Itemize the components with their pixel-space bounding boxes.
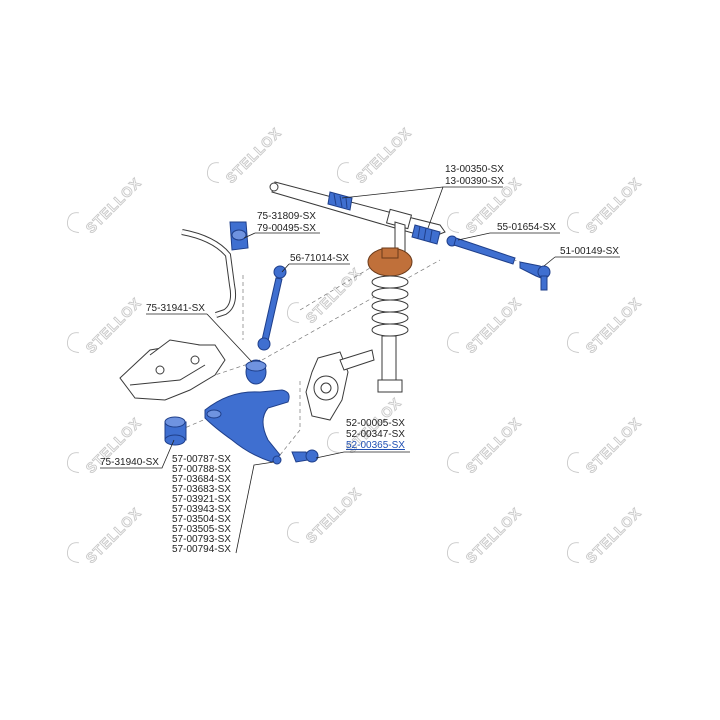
- coil-spring: [371, 275, 409, 337]
- watermark-stamp: STELLOX: [566, 414, 645, 477]
- part-number-label[interactable]: 79-00495-SX: [257, 223, 316, 234]
- part-number-label[interactable]: 57-03504-SX: [172, 514, 231, 525]
- part-number-label[interactable]: 51-00149-SX: [560, 246, 619, 257]
- watermark-pattern: STELLOX STELLOX STELLOX STELLOX STELLOX …: [66, 124, 645, 567]
- watermark-stamp: STELLOX: [566, 174, 645, 237]
- svg-text:STELLOX: STELLOX: [222, 124, 284, 186]
- svg-text:STELLOX: STELLOX: [82, 504, 144, 566]
- part-number-label[interactable]: 13-00390-SX: [445, 176, 504, 187]
- part-number-label[interactable]: 57-03683-SX: [172, 484, 231, 495]
- callout-ball-joint: 52-00005-SX 52-00347-SX 52-00365-SX: [346, 418, 405, 451]
- svg-text:STELLOX: STELLOX: [582, 294, 644, 356]
- watermark-stamp: STELLOX: [566, 504, 645, 567]
- svg-text:STELLOX: STELLOX: [462, 414, 524, 476]
- svg-text:STELLOX: STELLOX: [582, 174, 644, 236]
- ball-joint: [291, 449, 319, 463]
- part-number-label[interactable]: 75-31940-SX: [100, 457, 159, 468]
- axial-tie-rod: [446, 235, 516, 265]
- tie-rod-end: [519, 261, 551, 291]
- steering-knuckle: [305, 349, 375, 421]
- watermark-stamp: STELLOX: [286, 484, 365, 547]
- part-number-label[interactable]: 57-03684-SX: [172, 474, 231, 485]
- arm-bushing-rear: [245, 359, 267, 385]
- part-number-label[interactable]: 57-00787-SX: [172, 454, 231, 465]
- tie-rod-boot-left: [327, 191, 353, 211]
- callout-arm-bushing-rear: 75-31941-SX: [146, 303, 205, 314]
- watermark-stamp: STELLOX: [206, 124, 285, 187]
- part-number-label[interactable]: 13-00350-SX: [445, 164, 504, 175]
- callout-tie-rod-end: 51-00149-SX: [560, 246, 619, 257]
- part-number-label[interactable]: 75-31809-SX: [257, 211, 316, 222]
- svg-text:STELLOX: STELLOX: [302, 484, 364, 546]
- callout-stab-bushing: 75-31809-SX 79-00495-SX: [257, 211, 316, 234]
- part-number-label[interactable]: 75-31941-SX: [146, 303, 205, 314]
- svg-text:STELLOX: STELLOX: [462, 294, 524, 356]
- part-number-link[interactable]: 52-00365-SX: [346, 440, 405, 451]
- watermark-stamp: STELLOX: [66, 294, 145, 357]
- svg-text:STELLOX: STELLOX: [82, 294, 144, 356]
- callout-arm-bushing-front: 75-31940-SX: [100, 457, 159, 468]
- watermark-stamp: STELLOX: [566, 294, 645, 357]
- callout-tie-rod-axial: 55-01654-SX: [497, 222, 556, 233]
- arm-bushing-front: [164, 416, 187, 446]
- strut-assembly: [367, 247, 413, 393]
- stabilizer-bar: [181, 229, 237, 318]
- part-number-label[interactable]: 57-00788-SX: [172, 464, 231, 475]
- svg-text:STELLOX: STELLOX: [582, 504, 644, 566]
- part-number-label[interactable]: 57-03921-SX: [172, 494, 231, 505]
- part-number-label[interactable]: 57-00794-SX: [172, 544, 231, 555]
- part-number-label[interactable]: 52-00347-SX: [346, 429, 405, 440]
- svg-text:STELLOX: STELLOX: [352, 124, 414, 186]
- watermark-stamp: STELLOX: [446, 414, 525, 477]
- watermark-stamp: STELLOX: [66, 504, 145, 567]
- svg-text:STELLOX: STELLOX: [82, 174, 144, 236]
- part-number-label[interactable]: 57-03505-SX: [172, 524, 231, 535]
- stabilizer-bushing: [229, 221, 249, 251]
- part-number-label[interactable]: 57-03943-SX: [172, 504, 231, 515]
- tie-rod-boot-right: [411, 224, 441, 245]
- stabilizer-link: [257, 265, 287, 351]
- part-number-label[interactable]: 56-71014-SX: [290, 253, 349, 264]
- callout-control-arm: 57-00787-SX 57-00788-SX 57-03684-SX 57-0…: [172, 454, 231, 555]
- part-number-label[interactable]: 57-00793-SX: [172, 534, 231, 545]
- control-arm: [204, 389, 290, 465]
- svg-text:STELLOX: STELLOX: [302, 264, 364, 326]
- watermark-stamp: STELLOX: [446, 504, 525, 567]
- leader-lines: [100, 186, 620, 554]
- callout-tie-rod-boot: 13-00350-SX 13-00390-SX: [445, 164, 504, 187]
- svg-text:STELLOX: STELLOX: [582, 414, 644, 476]
- watermark-stamp: STELLOX: [336, 124, 415, 187]
- part-number-label[interactable]: 55-01654-SX: [497, 222, 556, 233]
- watermark-stamp: STELLOX: [446, 294, 525, 357]
- callout-stab-link: 56-71014-SX: [290, 253, 349, 264]
- part-number-label[interactable]: 52-00005-SX: [346, 418, 405, 429]
- watermark-stamp: STELLOX: [66, 414, 145, 477]
- subframe: [119, 339, 226, 401]
- svg-text:STELLOX: STELLOX: [462, 504, 524, 566]
- watermark-stamp: STELLOX: [286, 264, 365, 327]
- watermark-stamp: STELLOX: [66, 174, 145, 237]
